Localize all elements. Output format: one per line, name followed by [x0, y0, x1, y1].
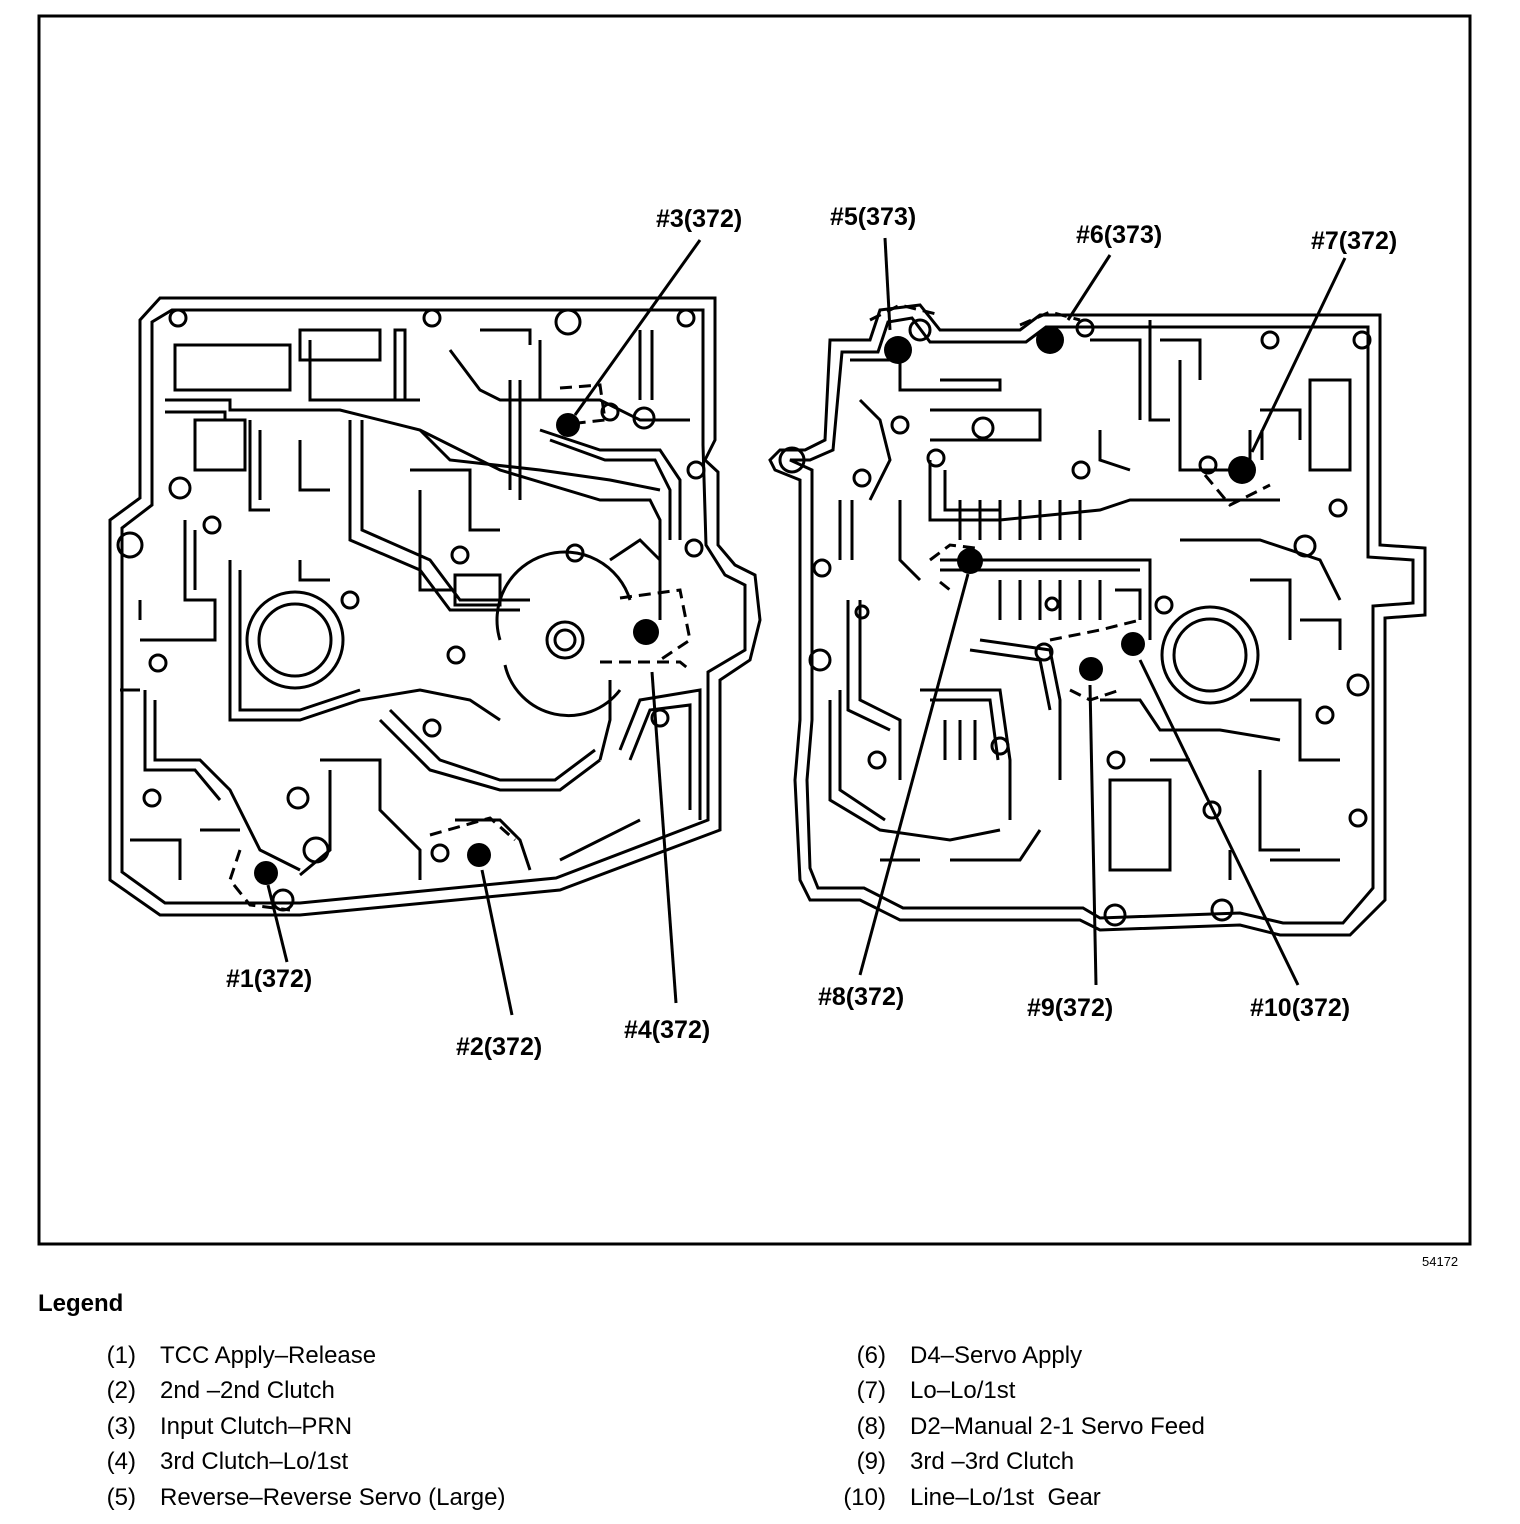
check-ball-8: [957, 548, 983, 574]
check-ball-2: [467, 843, 491, 867]
callout-label-1: #1(372): [226, 965, 313, 993]
left-valve-body-plate: [108, 296, 762, 917]
check-ball-outlines: [228, 303, 1271, 912]
check-balls: [254, 326, 1256, 885]
legend-item-5-text: Reverse–Reverse Servo (Large): [160, 1484, 506, 1511]
legend-item-9-number: (9): [856, 1448, 886, 1475]
callout-label-3: #3(372): [656, 205, 743, 233]
legend-item-2-number: (2): [106, 1377, 136, 1404]
legend-item-6-number: (6): [856, 1342, 886, 1369]
callout-label-6: #6(373): [1076, 221, 1163, 249]
legend-item-8-text: D2–Manual 2-1 Servo Feed: [910, 1413, 1205, 1440]
check-ball-10: [1121, 632, 1145, 656]
legend-item-7-number: (7): [856, 1377, 886, 1404]
callout-label-9: #9(372): [1027, 994, 1114, 1022]
callout-leader-lines: [266, 237, 1347, 1016]
check-ball-3: [556, 413, 580, 437]
callout-label-5: #5(373): [830, 203, 917, 231]
legend-item-7-text: Lo–Lo/1st: [910, 1377, 1016, 1404]
check-ball-4: [633, 619, 659, 645]
legend-item-10-number: (10): [843, 1484, 886, 1511]
callout-label-8: #8(372): [818, 983, 905, 1011]
legend-item-9-text: 3rd –3rd Clutch: [910, 1448, 1075, 1475]
legend-item-6-text: D4–Servo Apply: [910, 1342, 1083, 1369]
legend-item-4-text: 3rd Clutch–Lo/1st: [160, 1448, 349, 1475]
check-ball-6: [1036, 326, 1064, 354]
legend-item-2-text: 2nd –2nd Clutch: [160, 1377, 335, 1404]
callout-label-4: #4(372): [624, 1016, 711, 1044]
callout-label-10: #10(372): [1250, 994, 1351, 1022]
legend-item-8-number: (8): [856, 1413, 886, 1440]
figure-id: 54172: [1422, 1254, 1459, 1269]
check-ball-7: [1228, 456, 1256, 484]
check-ball-9: [1079, 657, 1103, 681]
callout-label-2: #2(372): [456, 1033, 543, 1061]
legend-item-1-number: (1): [106, 1342, 136, 1369]
callout-label-7: #7(372): [1311, 227, 1398, 255]
right-valve-body-plate: [768, 303, 1427, 937]
legend-item-5-number: (5): [106, 1484, 136, 1511]
figure-frame: [37, 14, 1472, 1246]
check-ball-5: [884, 336, 912, 364]
check-ball-1: [254, 861, 278, 885]
valve-body-diagram: [37, 14, 1472, 1246]
legend-item-4-number: (4): [106, 1448, 136, 1475]
legend-item-10-text: Line–Lo/1st Gear: [910, 1484, 1101, 1511]
legend-item-3-number: (3): [106, 1413, 136, 1440]
legend-item-1-text: TCC Apply–Release: [160, 1342, 377, 1369]
legend-title: Legend: [38, 1290, 124, 1317]
legend-item-3-text: Input Clutch–PRN: [160, 1413, 353, 1440]
